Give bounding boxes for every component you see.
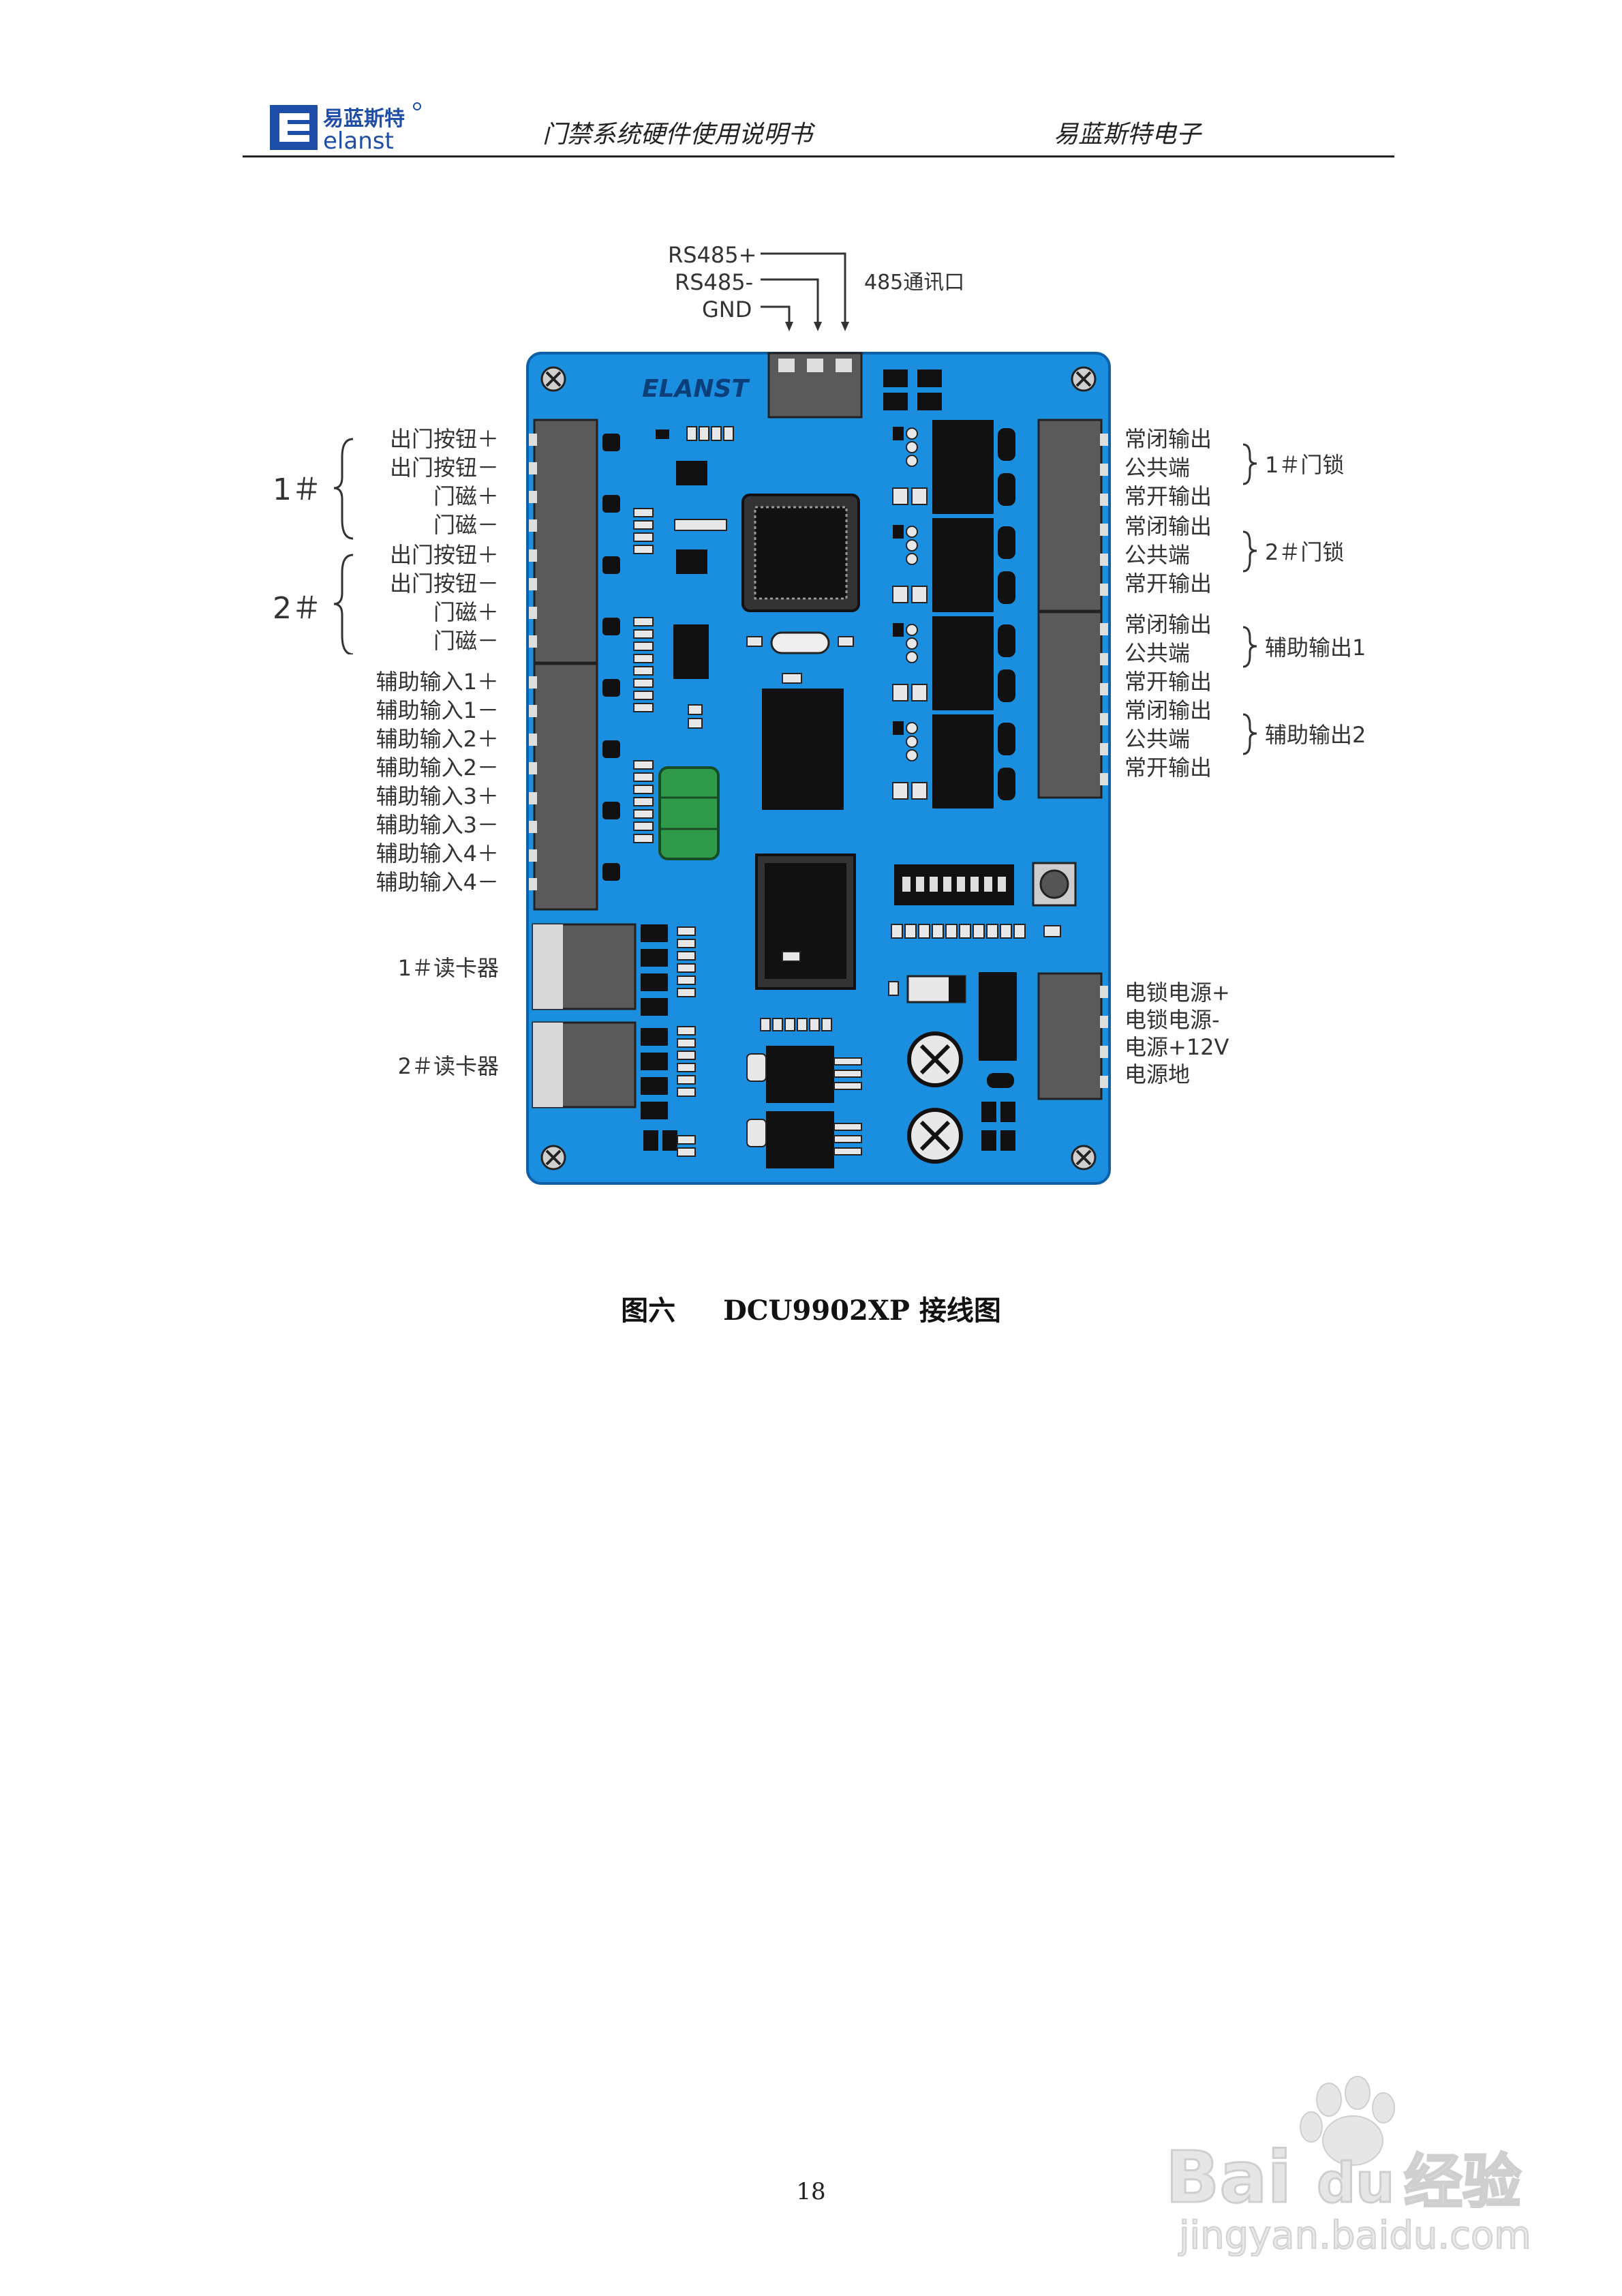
- aux-input-1-plus: 辅助输入1＋: [376, 669, 499, 695]
- lock2-group-label: 2＃门锁: [1265, 539, 1345, 565]
- aux-out1-group-label: 辅助输出1: [1265, 635, 1366, 661]
- board-logo: ELANST: [642, 375, 750, 403]
- aux-input-2-minus: 辅助输入2－: [376, 755, 499, 781]
- lock2-nc: 常闭输出: [1124, 513, 1212, 539]
- power-12v: 电源+12V: [1124, 1034, 1229, 1060]
- lock2-com: 公共端: [1124, 542, 1191, 568]
- aux1-com: 公共端: [1124, 640, 1191, 666]
- aux2-com: 公共端: [1124, 726, 1191, 752]
- aux2-nc: 常闭输出: [1124, 697, 1212, 723]
- reader-1-label: 1＃读卡器: [397, 955, 499, 981]
- aux-input-4-plus: 辅助输入4＋: [376, 841, 499, 866]
- rs485-port-label: 485通讯口: [864, 271, 965, 294]
- lock1-no: 常开输出: [1124, 483, 1212, 509]
- figure-title: DCU9902XP 接线图: [723, 1295, 1001, 1327]
- aux-input-4-minus: 辅助输入4－: [376, 869, 499, 895]
- logo-en-text: elanst: [323, 127, 394, 153]
- company-logo: 易蓝斯特 elanst: [270, 101, 427, 155]
- aux-input-1-minus: 辅助输入1－: [376, 697, 499, 723]
- document-title: 门禁系统硬件使用说明书: [542, 121, 813, 149]
- g1-door-sensor-plus: 门磁＋: [433, 483, 499, 509]
- header-divider: [243, 155, 1394, 157]
- lock1-com: 公共端: [1124, 455, 1191, 481]
- watermark-brand2: du: [1317, 2151, 1394, 2215]
- g1-door-sensor-minus: 门磁－: [433, 512, 499, 538]
- gnd-label: GND: [702, 297, 752, 322]
- left-braces: [333, 438, 354, 654]
- g2-exit-btn-minus: 出门按钮－: [389, 571, 499, 596]
- g2-exit-btn-plus: 出门按钮＋: [389, 542, 499, 568]
- aux-input-3-minus: 辅助输入3－: [376, 812, 499, 838]
- reader-2-label: 2＃读卡器: [397, 1053, 499, 1079]
- lock-power-minus: 电锁电源-: [1124, 1007, 1220, 1033]
- lock1-nc: 常闭输出: [1124, 426, 1212, 452]
- lock1-group-label: 1＃门锁: [1265, 452, 1345, 478]
- baidu-watermark: Bai du 经验 jingyan.baidu.com: [1159, 2072, 1540, 2259]
- aux1-no: 常开输出: [1124, 669, 1212, 695]
- figure-caption: 图六 DCU9902XP 接线图: [0, 1288, 1622, 1328]
- aux-input-2-plus: 辅助输入2＋: [376, 726, 499, 752]
- watermark-brand: Bai: [1165, 2136, 1291, 2219]
- g1-exit-btn-plus: 出门按钮＋: [389, 426, 499, 452]
- page-number: 18: [796, 2178, 826, 2205]
- right-braces: [1242, 443, 1257, 755]
- figure-number: 图六: [621, 1295, 676, 1327]
- wiring-diagram: RS485+ RS485- GND 485通讯口: [273, 242, 1366, 1185]
- power-ground: 电源地: [1124, 1061, 1191, 1087]
- watermark-url: jingyan.baidu.com: [1178, 2214, 1531, 2256]
- lock-power-plus: 电锁电源+: [1124, 980, 1230, 1006]
- aux-input-3-plus: 辅助输入3＋: [376, 783, 499, 809]
- g2-door-sensor-minus: 门磁－: [433, 628, 499, 654]
- rs485-minus-label: RS485-: [675, 269, 754, 295]
- logo-cn-text: 易蓝斯特: [323, 107, 405, 131]
- watermark-product: 经验: [1404, 2148, 1521, 2216]
- group-2-label: 2＃: [273, 591, 322, 626]
- circuit-board: ELANST: [526, 352, 1111, 1185]
- g2-door-sensor-plus: 门磁＋: [433, 599, 499, 625]
- aux2-no: 常开输出: [1124, 755, 1212, 781]
- lock2-no: 常开输出: [1124, 571, 1212, 596]
- group-1-label: 1＃: [273, 472, 322, 507]
- g1-exit-btn-minus: 出门按钮－: [389, 455, 499, 481]
- aux-out2-group-label: 辅助输出2: [1265, 722, 1366, 748]
- rs485-connector-lines: [761, 252, 849, 331]
- company-name: 易蓝斯特电子: [1054, 121, 1202, 149]
- rs485-plus-label: RS485+: [668, 242, 757, 268]
- aux1-nc: 常闭输出: [1124, 611, 1212, 637]
